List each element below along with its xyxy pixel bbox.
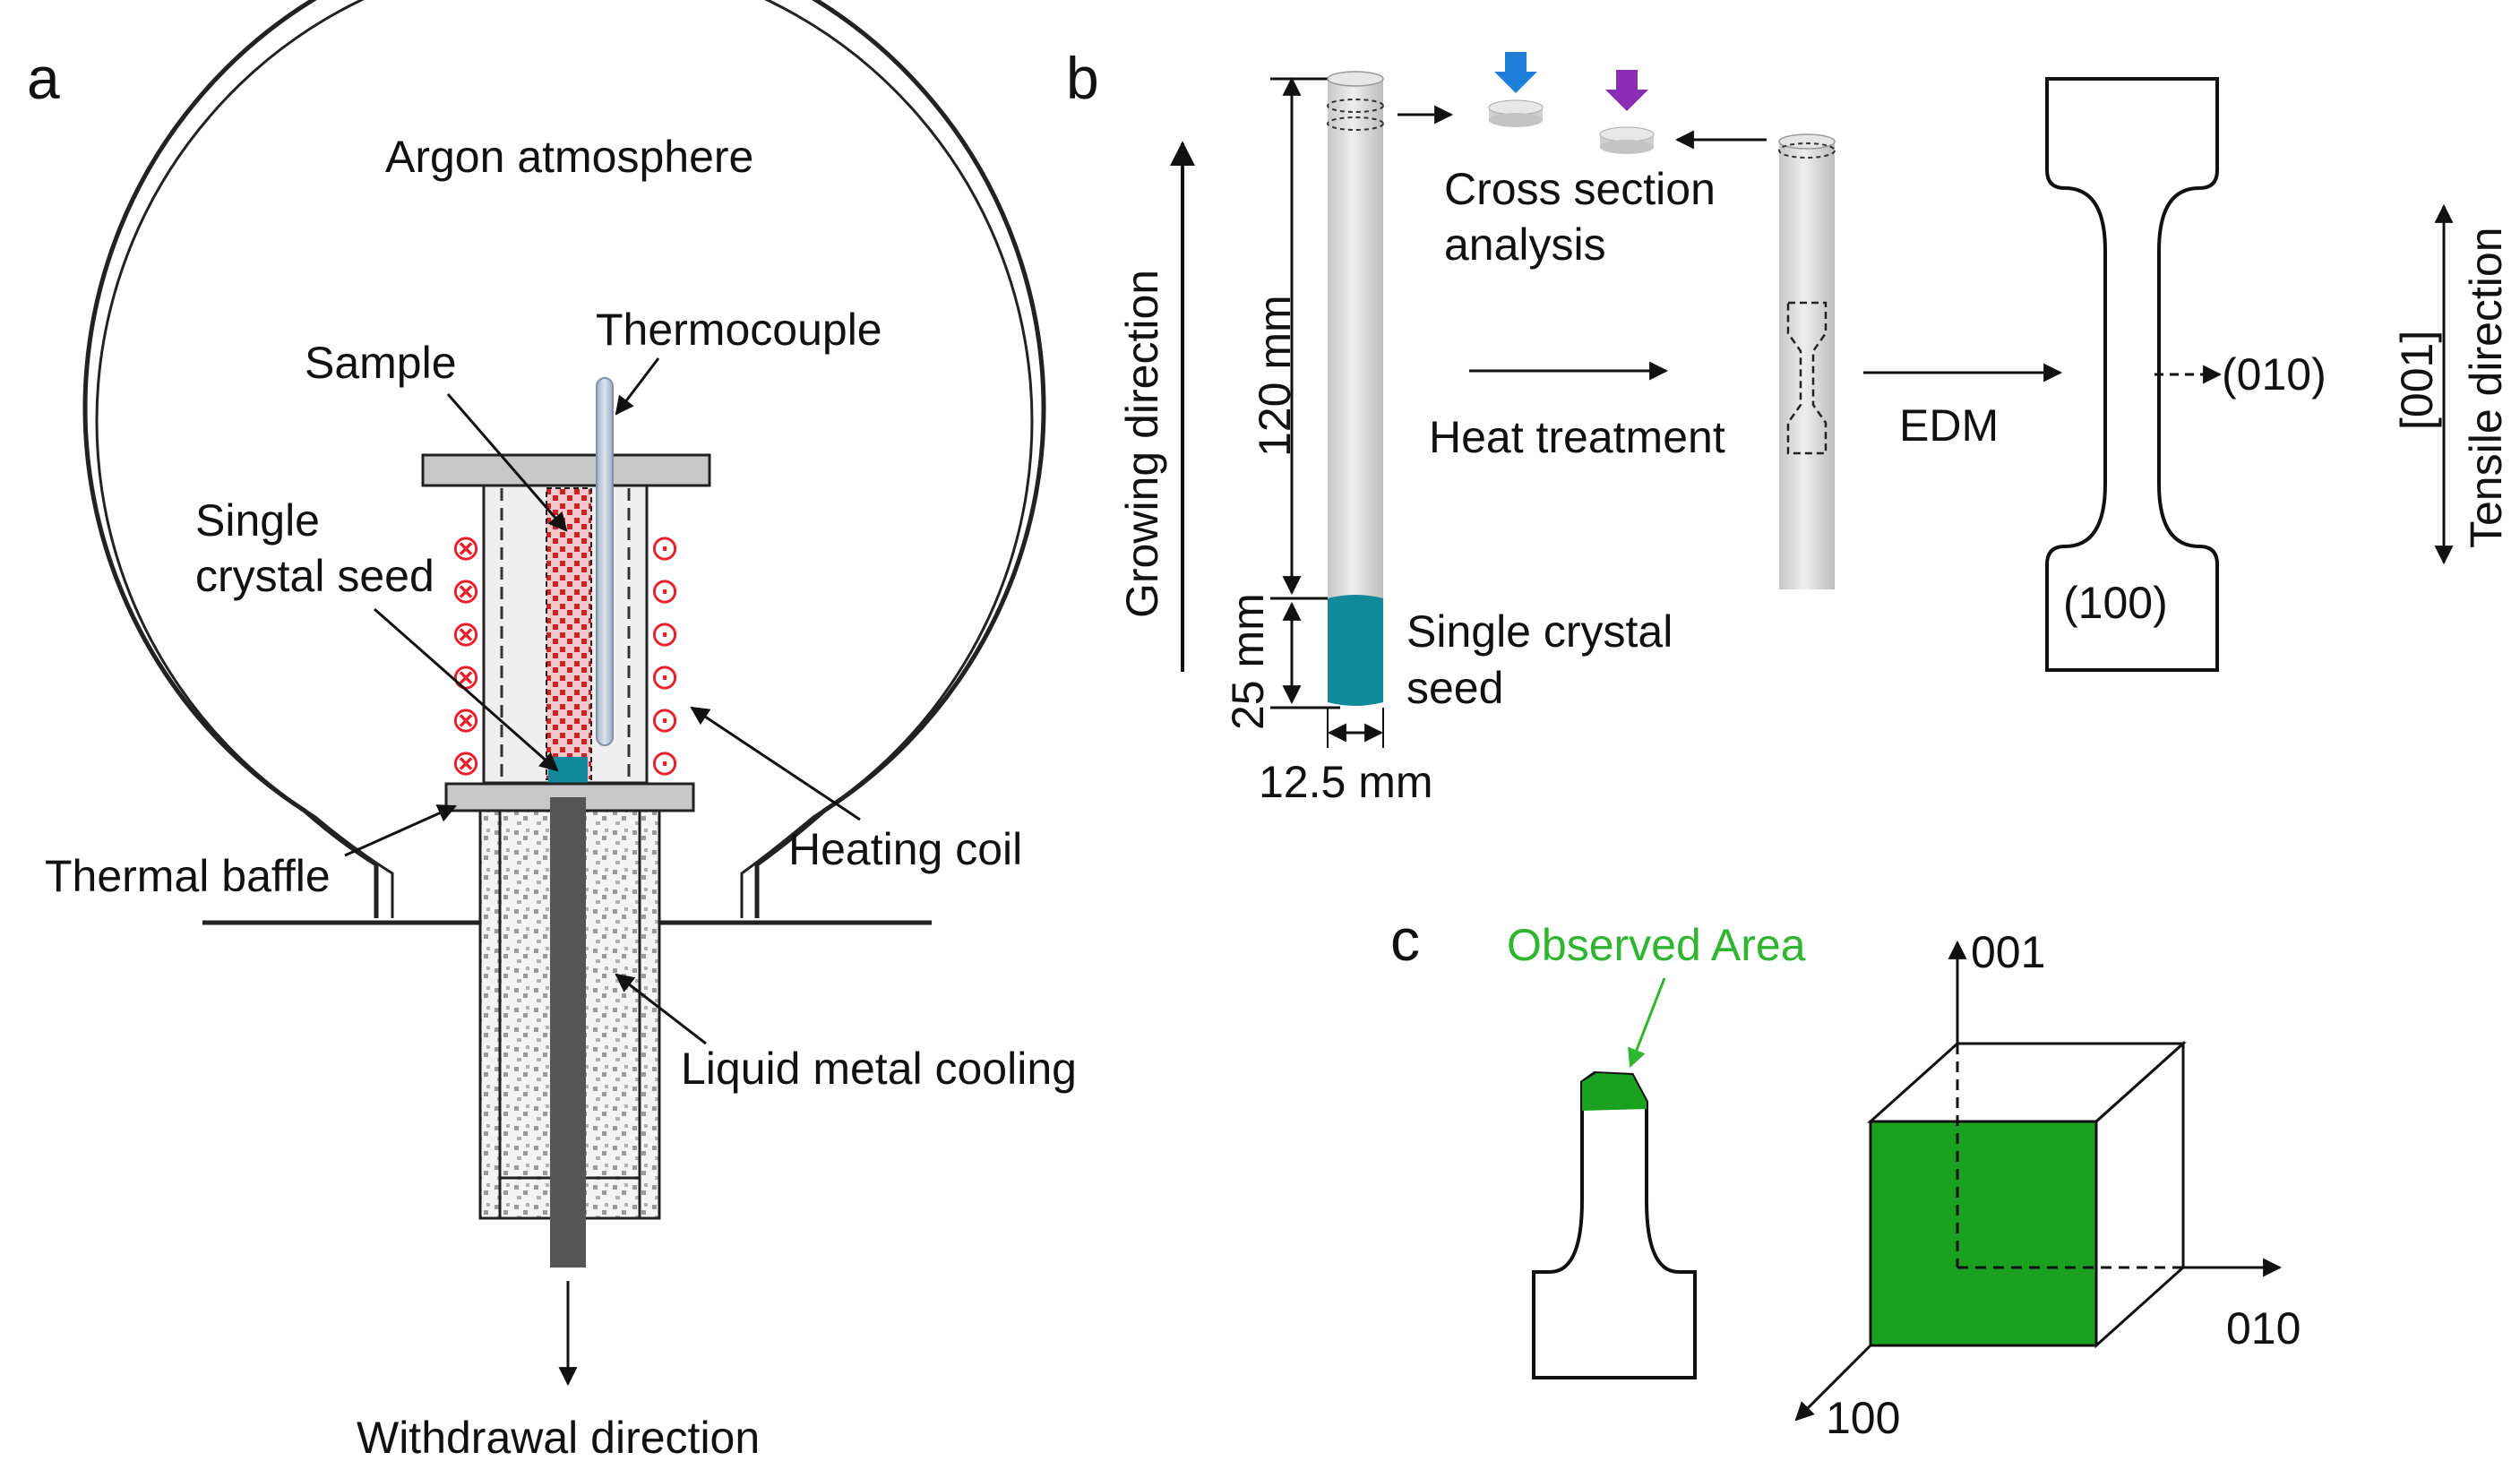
seed-segment (1328, 595, 1383, 706)
label-axis-100: 100 (1826, 1393, 1900, 1443)
axis-100 (1794, 1344, 1872, 1422)
label-heat-treatment: Heat treatment (1429, 412, 1725, 462)
label-25mm: 25 mm (1223, 593, 1273, 730)
ingot-cut-bottom (1327, 116, 1384, 131)
panel-a: a Argon atmosphere ⊗ ⊗ ⊗ ⊗ ⊗ ⊗ ⊙ ⊙ ⊙ (27, 0, 1077, 1463)
thermocouple-probe (596, 377, 614, 746)
label-plane-100: (100) (2063, 578, 2168, 628)
label-argon-atmosphere: Argon atmosphere (385, 132, 753, 182)
coil-dot-icon: ⊙ (649, 700, 680, 740)
observed-area-leader (1628, 977, 1666, 1068)
label-seed-line1: Single (195, 495, 320, 546)
label-heating-coil: Heating coil (788, 824, 1022, 874)
label-120mm: 120 mm (1250, 295, 1300, 457)
coil-leader (690, 706, 861, 821)
label-cross-section-line1: Cross section (1444, 164, 1716, 214)
furnace-top-plate (421, 453, 711, 487)
coil-dot-icon: ⊙ (649, 614, 680, 654)
label-sample: Sample (305, 338, 457, 388)
chamber-outer-wall (82, 0, 1046, 918)
label-axis-001: 001 (1971, 927, 2045, 977)
label-cross-section-line2: analysis (1444, 219, 1606, 270)
withdrawal-rod (550, 797, 586, 1267)
coil-cross-icon: ⊗ (451, 743, 481, 783)
coil-cross-icon: ⊗ (451, 528, 481, 568)
panel-a-letter: a (27, 45, 60, 111)
seed-crystal (548, 757, 588, 784)
baffle-leader (344, 804, 457, 857)
coil-dot-icon: ⊙ (649, 528, 680, 568)
label-plane-010: (010) (2222, 349, 2326, 400)
ingot-top (1327, 71, 1384, 87)
coil-cross-icon: ⊗ (451, 571, 481, 611)
label-seed-b-line1: Single crystal (1406, 606, 1673, 657)
cube-front-face (1869, 1120, 2098, 1347)
panel-c-letter: c (1390, 907, 1420, 973)
blue-down-arrow-icon (1494, 52, 1537, 93)
label-growing-direction: Growing direction (1117, 270, 1167, 618)
coil-cross-icon: ⊗ (451, 700, 481, 740)
purple-down-arrow-icon (1605, 70, 1648, 111)
coil-dot-icon: ⊙ (649, 571, 680, 611)
thermocouple-leader (615, 357, 660, 416)
label-axis-010: 010 (2226, 1303, 2301, 1353)
coil-dot-icon: ⊙ (649, 743, 680, 783)
chamber-inner-wall (95, 0, 1034, 918)
observed-area-patch (1582, 1073, 1647, 1111)
treated-rod (1779, 142, 1835, 589)
panel-c: c Observed Area 001 010 100 (1390, 907, 2301, 1443)
label-liquid-metal-cooling: Liquid metal cooling (681, 1044, 1077, 1094)
treated-rod-top (1778, 133, 1836, 150)
tensile-specimen (2045, 77, 2219, 672)
cross-section-disc-2 (1599, 126, 1655, 154)
sample-leader (446, 393, 568, 532)
label-tensile-direction: Tensile direction (2461, 227, 2511, 548)
heating-coil-right: ⊙ ⊙ ⊙ ⊙ ⊙ ⊙ (649, 528, 680, 783)
coil-cross-icon: ⊗ (451, 614, 481, 654)
label-seed-line2: crystal seed (195, 551, 434, 601)
label-diameter: 12.5 mm (1259, 757, 1433, 807)
label-edm: EDM (1899, 400, 1999, 451)
label-observed-area: Observed Area (1507, 920, 1806, 970)
cooling-leader (615, 973, 707, 1045)
ingot-rod (1328, 79, 1383, 598)
treated-rod-cut (1778, 142, 1836, 159)
label-dir-001: [001] (2392, 331, 2442, 430)
panel-b-letter: b (1066, 45, 1099, 111)
heating-coil-left: ⊗ ⊗ ⊗ ⊗ ⊗ ⊗ (451, 528, 481, 783)
label-thermocouple: Thermocouple (596, 305, 882, 355)
seed-leader (374, 607, 559, 772)
label-seed-b-line2: seed (1406, 663, 1503, 713)
coil-dot-icon: ⊙ (649, 657, 680, 697)
edm-outline-in-rod (1786, 301, 1828, 455)
label-withdrawal-direction: Withdrawal direction (357, 1413, 760, 1463)
cross-section-disc-1 (1488, 99, 1544, 127)
specimen-shoulder (1532, 1070, 1697, 1379)
label-thermal-baffle: Thermal baffle (45, 851, 331, 901)
panel-b: b Growing direction 120 mm 25 mm 12.5 mm… (1066, 45, 2511, 807)
sample-mold (546, 487, 592, 780)
ingot-cut-top (1327, 99, 1384, 113)
